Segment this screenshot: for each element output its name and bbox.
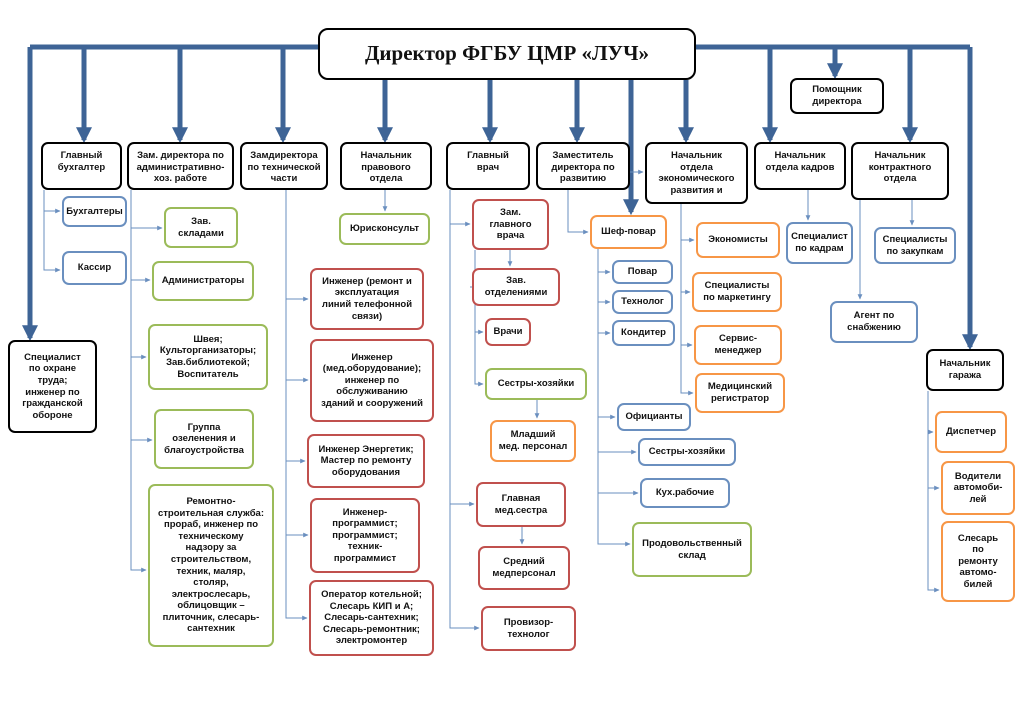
doctors-box: Врачи (485, 318, 531, 346)
administrators-box: Администраторы (152, 261, 254, 301)
labor-safety-box: Специалист по охране труда; инженер по г… (8, 340, 97, 433)
econ-head-box: Начальник отдела экономического развития… (645, 142, 748, 204)
chief-accountant-box: Главный бухгалтер (41, 142, 122, 190)
hr-head-box: Начальник отдела кадров (754, 142, 846, 190)
deputy-tech-box: Замдиректора по технической части (240, 142, 328, 190)
eng-phone-box: Инженер (ремонт и эксплуатация линий тел… (310, 268, 424, 330)
marketing-box: Специалисты по маркетингу (692, 272, 782, 312)
garage-head-box: Начальник гаража (926, 349, 1004, 391)
pharmacist-box: Провизор- технолог (481, 606, 576, 651)
head-nurse-box: Главная мед.сестра (476, 482, 566, 527)
confectioner-box: Кондитер (612, 320, 675, 346)
procurement-specialists-box: Специалисты по закупкам (874, 227, 956, 264)
technologist-box: Технолог (612, 290, 673, 314)
auto-mechanic-box: Слесарь по ремонту автомо- билей (941, 521, 1015, 602)
eng-energy-box: Инженер Энергетик; Мастер по ремонту обо… (307, 434, 425, 488)
warehouse-heads-box: Зав. складами (164, 207, 238, 248)
connector-line (285, 190, 308, 621)
seamstress-box: Швея; Культорганизаторы; Зав.библиотекой… (148, 324, 268, 390)
assistant-box: Помощник директора (790, 78, 884, 114)
hr-specialist-box: Специалист по кадрам (786, 222, 853, 264)
service-manager-box: Сервис- менеджер (694, 325, 782, 365)
chef-box: Шеф-повар (590, 215, 667, 249)
dispatcher-box: Диспетчер (935, 411, 1007, 453)
deputy-dev-box: Заместитель директора по развитию (536, 142, 630, 190)
connector-line (927, 391, 940, 593)
dept-heads-box: Зав. отделениями (472, 268, 560, 306)
landscaping-box: Группа озеленения и благоустройства (154, 409, 254, 469)
connector-line (597, 249, 631, 547)
eng-med-box: Инженер (мед.оборудование); инженер по о… (310, 339, 434, 422)
waiters-box: Официанты (617, 403, 691, 431)
eng-prog-box: Инженер- программист; программист; техни… (310, 498, 420, 573)
connector-line (680, 204, 694, 396)
procurement-head-box: Начальник контрактного отдела (851, 142, 949, 200)
connector-line (567, 190, 589, 235)
supply-agent-box: Агент по снабжению (830, 301, 918, 343)
chief-doctor-box: Главный врач (446, 142, 530, 190)
lawyer-box: Юрисконсульт (339, 213, 430, 245)
operator-box: Оператор котельной; Слесарь КИП и А; Сле… (309, 580, 434, 656)
housekeepers-kitchen-box: Сестры-хозяйки (638, 438, 736, 466)
connector-line (43, 190, 61, 273)
legal-head-box: Начальник правового отдела (340, 142, 432, 190)
junior-staff-box: Младший мед. персонал (490, 420, 576, 462)
accountants-box: Бухгалтеры (62, 196, 127, 227)
housekeepers-med-box: Сестры-хозяйки (485, 368, 587, 400)
mid-staff-box: Средний медперсонал (478, 546, 570, 590)
deputy-doctor-box: Зам. главного врача (472, 199, 549, 250)
cashier-box: Кассир (62, 251, 127, 285)
kitchen-workers-box: Кух.рабочие (640, 478, 730, 508)
drivers-box: Водители автомоби- лей (941, 461, 1015, 515)
connector-line (449, 190, 480, 631)
food-warehouse-box: Продовольственный склад (632, 522, 752, 577)
med-registrar-box: Медицинский регистратор (695, 373, 785, 413)
repair-service-box: Ремонтно- строительная служба: прораб, и… (148, 484, 274, 647)
deputy-admin-box: Зам. директора по административно- хоз. … (127, 142, 234, 190)
director-box: Директор ФГБУ ЦМР «ЛУЧ» (318, 28, 696, 80)
economists-box: Экономисты (696, 222, 780, 258)
cook-box: Повар (612, 260, 673, 284)
connector-line (130, 190, 147, 573)
